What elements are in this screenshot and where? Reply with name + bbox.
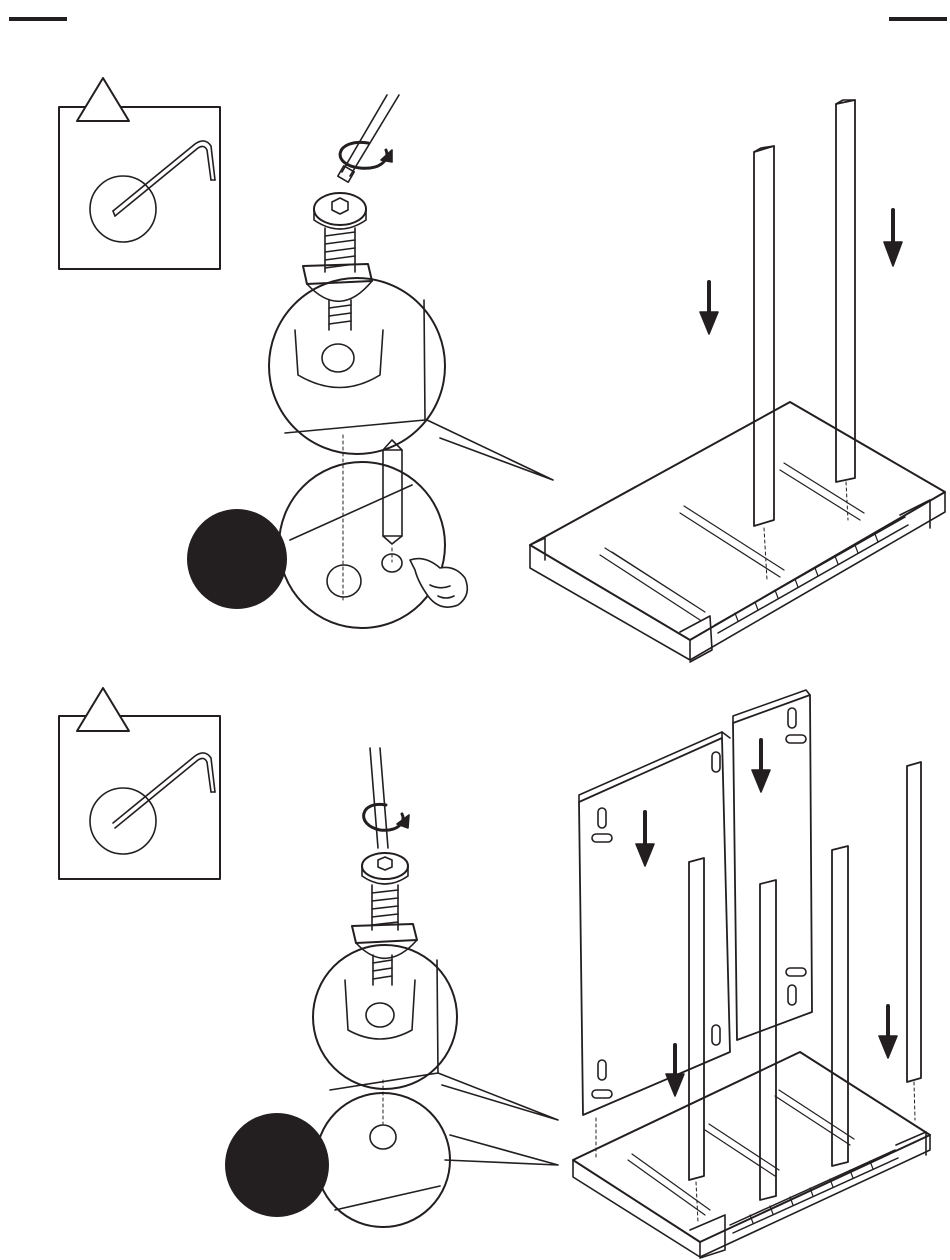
- leg-front-center: [760, 880, 776, 1200]
- hex-key-icon: [90, 141, 215, 242]
- leg-left: [754, 146, 774, 526]
- warning-triangle-icon: [77, 688, 129, 731]
- side-panel-left: [579, 732, 730, 1115]
- step-2: [59, 688, 930, 1258]
- down-arrow-icon: [752, 740, 770, 792]
- leg-right: [836, 100, 855, 482]
- pointing-hand-icon: [410, 559, 467, 608]
- step-1-zoom-lower: [279, 435, 467, 628]
- side-panel-right: [733, 690, 812, 1040]
- rotation-arrow-icon: [340, 142, 387, 168]
- step-1-callout-badge: [187, 509, 287, 609]
- step-1-zoom-upper: [269, 278, 553, 480]
- down-arrow-icon: [666, 1045, 684, 1096]
- drawer-runner: [780, 463, 864, 520]
- rotation-arrow-icon: [364, 804, 403, 830]
- step-1-hex-bolt: [314, 193, 366, 272]
- down-arrow-icon: [884, 210, 902, 266]
- step-1-base-assembly: [530, 100, 945, 662]
- down-arrow-icon: [636, 812, 654, 866]
- drawer-runner: [628, 1154, 710, 1215]
- step-2-zoom-upper: [313, 945, 558, 1120]
- leg-back-center: [832, 846, 848, 1166]
- step-1-wedge-washer: [303, 264, 372, 301]
- step-1: [59, 78, 945, 662]
- drawer-runner: [775, 1090, 854, 1145]
- down-arrow-icon: [700, 282, 718, 334]
- hex-key-icon: [90, 753, 215, 854]
- step-2-wedge-washer: [352, 924, 417, 958]
- down-arrow-icon: [879, 1006, 897, 1058]
- rail-rod-segments: [735, 534, 878, 621]
- step-2-driver: [364, 748, 409, 848]
- leg-front-left: [689, 858, 704, 1180]
- rail-rod: [715, 517, 908, 633]
- drawer-runner: [680, 506, 784, 577]
- drawer-runner: [600, 548, 705, 620]
- step-2-callout-badge: [225, 1113, 329, 1217]
- warning-triangle-icon: [77, 78, 129, 121]
- step-2-zoom-lower: [316, 1080, 558, 1227]
- step-1-driver: [338, 95, 399, 182]
- leg-back-right: [907, 762, 921, 1082]
- step-2-hex-bolt: [362, 853, 408, 930]
- step-1-tool-box: [59, 78, 220, 269]
- drawer-runner: [705, 1124, 779, 1176]
- step-2-tool-box: [59, 688, 220, 879]
- step-2-base-assembly: [573, 690, 930, 1258]
